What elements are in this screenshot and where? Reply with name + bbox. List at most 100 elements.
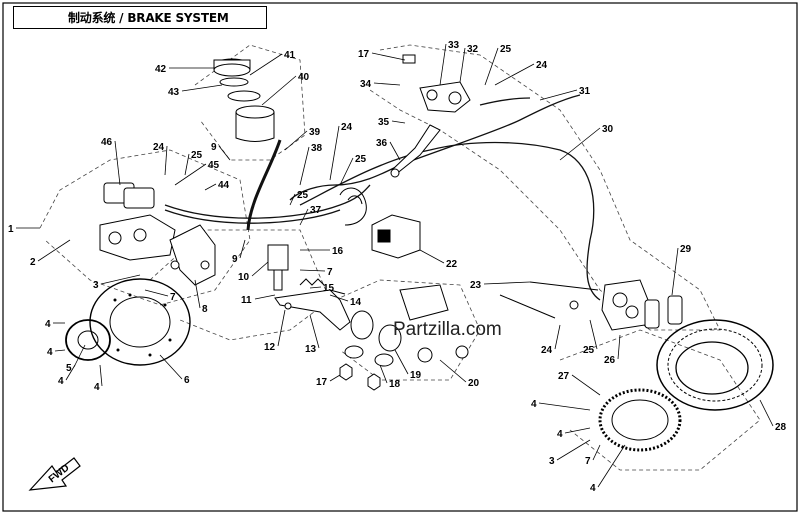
callout-7: 7 (585, 456, 591, 467)
callout-35: 35 (378, 117, 390, 128)
leader-line (483, 281, 531, 285)
callout-9: 9 (232, 254, 238, 265)
callout-9: 9 (211, 142, 217, 153)
piston-a (108, 231, 122, 245)
leader-line (164, 145, 168, 176)
cap-34 (402, 54, 416, 64)
rear-disc-outline (559, 329, 761, 471)
callout-44: 44 (218, 180, 230, 191)
leader-line (239, 239, 246, 259)
bolt-17a (339, 363, 353, 381)
leader-line (181, 84, 223, 92)
leader-line (54, 349, 66, 352)
pedal-assembly (267, 244, 351, 331)
bolt-23b (499, 294, 556, 319)
leader-line (539, 89, 578, 101)
master-body-33 (419, 81, 471, 113)
leader-line (371, 52, 406, 61)
fwd-arrow: FWD (28, 457, 81, 491)
piston-b (133, 228, 147, 242)
callout-28: 28 (775, 422, 787, 433)
bolt-17b (367, 373, 381, 391)
leader-line (254, 294, 276, 300)
line-31 (479, 97, 531, 106)
callout-45: 45 (208, 160, 220, 171)
pad-29a (644, 299, 660, 329)
callout-19: 19 (410, 370, 422, 381)
leader-line (554, 324, 561, 350)
leader-line (617, 334, 621, 360)
front-line-b (164, 209, 341, 224)
callout-11: 11 (241, 295, 252, 306)
leader-line (309, 314, 320, 349)
leader-line (249, 53, 283, 76)
pivot-outline (334, 279, 481, 381)
leader-line (484, 47, 499, 86)
callout-24: 24 (536, 60, 548, 71)
callout-41: 41 (284, 50, 296, 61)
callout-26: 26 (604, 355, 616, 366)
leader-line (284, 130, 308, 151)
leader-line (439, 43, 447, 86)
callout-14: 14 (350, 297, 362, 308)
washer-18 (344, 345, 364, 359)
leader-line (329, 125, 340, 181)
watermark: Partzilla.com (393, 319, 502, 340)
leader-line (391, 120, 406, 124)
callout-13: 13 (305, 344, 317, 355)
callout-2: 2 (30, 257, 36, 268)
leader-line (73, 344, 86, 368)
callout-20: 20 (468, 378, 480, 389)
callout-38: 38 (311, 143, 323, 154)
leader-line (277, 309, 286, 347)
diaphragm-40 (227, 90, 261, 102)
leader-line (299, 269, 326, 272)
leader-line (65, 364, 76, 381)
leader-line (389, 141, 401, 161)
disc-holes-left (113, 293, 172, 357)
leader-line (114, 140, 121, 186)
bracket-plate (399, 284, 449, 321)
leader-line (251, 261, 269, 277)
bracket-bolt (200, 260, 210, 270)
callout-33: 33 (448, 40, 460, 51)
leader-line (299, 146, 310, 186)
leader-line (564, 427, 591, 434)
callout-15: 15 (323, 283, 335, 294)
callout-7: 7 (170, 292, 176, 303)
callout-4: 4 (531, 399, 537, 410)
reservoir (213, 58, 275, 142)
callout-29: 29 (680, 244, 692, 255)
callout-10: 10 (238, 272, 250, 283)
callout-30: 30 (602, 124, 614, 135)
brake-lines (164, 94, 601, 301)
pad-29b (667, 295, 683, 325)
callout-24: 24 (541, 345, 553, 356)
leader-line (589, 319, 598, 350)
callout-39: 39 (309, 127, 321, 138)
leader-line (37, 239, 71, 262)
spring-15 (299, 278, 325, 286)
front-disc-left (65, 278, 191, 366)
leader-line (494, 63, 535, 86)
callout-36: 36 (376, 138, 388, 149)
abs-module-22 (339, 187, 421, 259)
leader-line (373, 82, 401, 86)
leader-line (99, 364, 103, 387)
front-line-a (164, 184, 371, 219)
reservoir-body (235, 111, 275, 142)
callout-12: 12 (264, 342, 276, 353)
bracket-bolt-2 (170, 260, 180, 270)
bolt-23a (529, 281, 599, 291)
seal-43 (219, 77, 249, 87)
callout-27: 27 (558, 371, 570, 382)
callout-16: 16 (332, 246, 344, 257)
leader-line (194, 279, 201, 309)
leader-line (218, 145, 231, 161)
leader-line (597, 444, 626, 488)
callout-4: 4 (94, 382, 100, 393)
callout-1: 1 (8, 224, 14, 235)
